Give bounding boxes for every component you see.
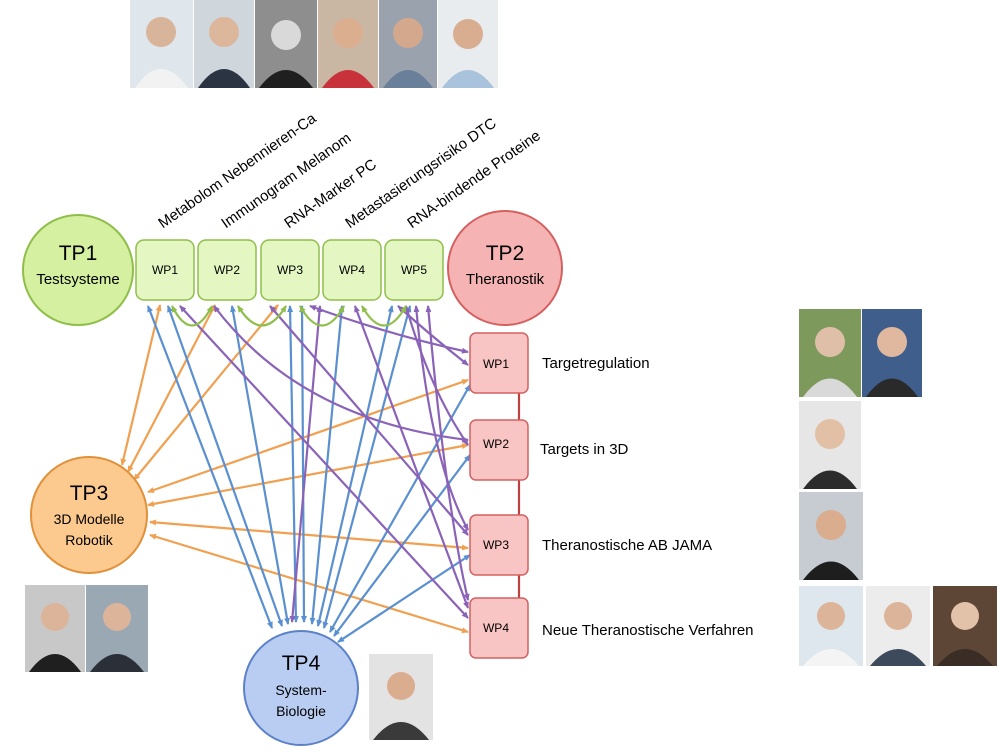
portrait-photo (379, 0, 437, 88)
arrow-wp2-wp3 (237, 305, 287, 327)
arrow-tp4-wp3b (299, 305, 307, 623)
top-wp2-label: WP2 (214, 263, 240, 277)
portrait-photo (25, 585, 85, 672)
top-wp1-label: WP1 (152, 263, 178, 277)
tp3-line1: 3D Modelle (54, 511, 125, 527)
right-wp2: WP2 (469, 419, 529, 481)
portrait-photo (799, 309, 861, 397)
top-wp4-label: WP4 (339, 263, 365, 277)
arrow-tp4-wp2 (230, 305, 290, 625)
arrow-wp1-wp2 (171, 305, 213, 327)
right-wp4-topic: Neue Theranostische Verfahren (542, 622, 754, 639)
tp4-line2: Biologie (276, 703, 326, 719)
right-wp4: WP4 (469, 597, 529, 659)
top-wp5: WP5 (384, 239, 444, 301)
tp2-subtitle: Theranostik (466, 271, 545, 288)
arrow-wp3-wp4 (299, 305, 345, 327)
top-wp-boxes: WP1 WP2 WP3 WP4 WP5 (135, 239, 444, 301)
tp4-node: TP4 System- Biologie (243, 630, 359, 746)
arrow-tp3-rwp3 (149, 519, 469, 551)
arrow-wp5-rwp4 (425, 305, 470, 601)
portrait-photo (799, 492, 863, 580)
arrow-wp5-rwp2 (404, 305, 469, 446)
portrait-photos (25, 0, 997, 740)
green-arrows (171, 305, 407, 327)
tp4-line1: System- (275, 682, 327, 698)
portrait-photo (799, 401, 861, 489)
right-wp3: WP3 (469, 514, 529, 576)
portrait-photo (194, 0, 254, 88)
top-wp3-label: WP3 (277, 263, 303, 277)
tp1-subtitle: Testsysteme (36, 271, 119, 288)
portrait-photo (799, 586, 863, 666)
right-wp1-label: WP1 (483, 357, 509, 371)
portrait-photo (130, 0, 193, 88)
right-wp1: WP1 (469, 332, 529, 394)
arrow-wp5-rwp3 (413, 305, 469, 531)
right-wp-topics: Targetregulation Targets in 3D Theranost… (540, 355, 754, 639)
right-wp3-label: WP3 (483, 538, 509, 552)
top-wp4: WP4 (322, 239, 382, 301)
arrow-wp4-wp5 (361, 305, 407, 327)
tp1-node: TP1 Testsysteme (22, 214, 134, 326)
arrow-tp4-wp1a (146, 305, 274, 629)
right-wp3-topic: Theranostische AB JAMA (542, 537, 712, 554)
top-wp3: WP3 (260, 239, 320, 301)
top-wp5-label: WP5 (401, 263, 427, 277)
arrow-tp3-rwp4 (149, 533, 469, 634)
tp3-title: TP3 (70, 482, 109, 505)
portrait-photo (369, 654, 433, 740)
portrait-photo (255, 0, 317, 88)
portrait-photo (86, 585, 148, 672)
arrow-tp3-wp1 (120, 304, 162, 466)
arrow-wp4-tp4 (289, 305, 323, 623)
top-wp1: WP1 (135, 239, 195, 301)
portrait-photo (862, 309, 922, 397)
connection-arrows (120, 304, 522, 643)
right-wp2-topic: Targets in 3D (540, 441, 629, 458)
purple-arrows (179, 304, 470, 623)
right-wp4-label: WP4 (483, 621, 509, 635)
tp4-title: TP4 (282, 652, 321, 675)
tp1-title: TP1 (59, 242, 98, 265)
portrait-photo (866, 586, 930, 666)
right-wp2-label: WP2 (483, 437, 509, 451)
tp2-title: TP2 (486, 242, 525, 265)
portrait-photo (318, 0, 378, 88)
tp2-node: TP2 Theranostik (447, 210, 563, 326)
tp3-line2: Robotik (65, 532, 113, 548)
tp3-node: TP3 3D Modelle Robotik (30, 456, 148, 574)
top-wp2: WP2 (197, 239, 257, 301)
portrait-photo (933, 586, 997, 666)
right-wp1-topic: Targetregulation (542, 355, 650, 372)
right-wp-boxes: WP1 WP2 WP3 WP4 (469, 332, 529, 659)
portrait-photo (438, 0, 498, 88)
